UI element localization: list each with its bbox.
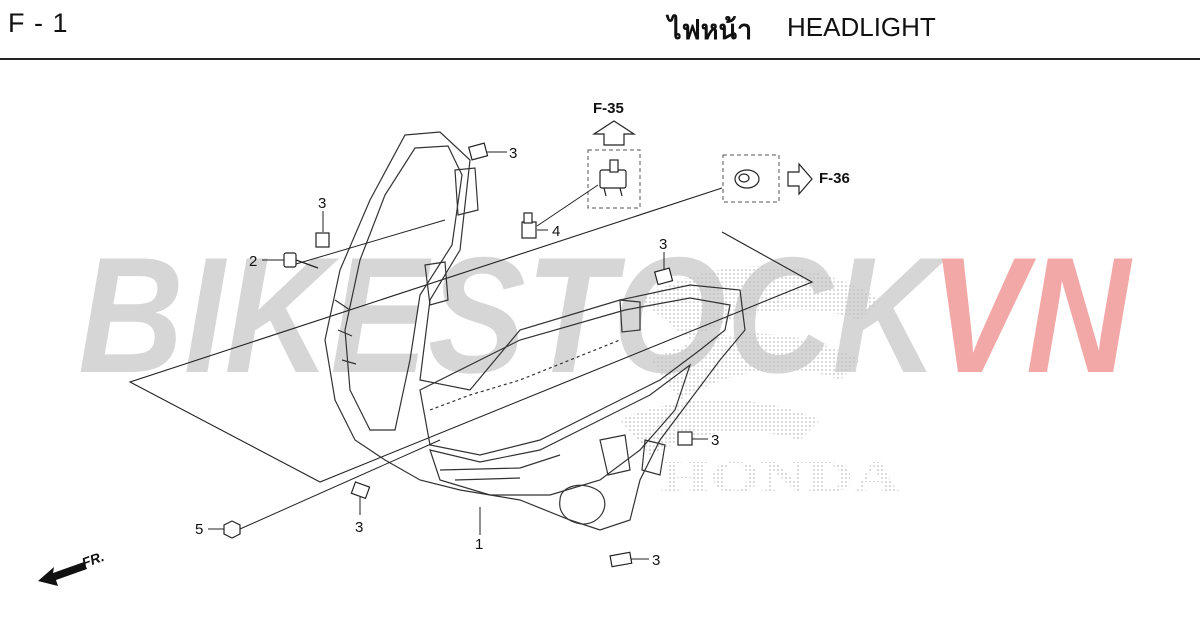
callout-5: 5	[195, 521, 203, 538]
callouts: 3 3 2 4 3 3 3 1 5 3	[195, 145, 719, 569]
callout-3: 3	[355, 519, 363, 536]
front-direction-indicator: FR.	[38, 548, 106, 586]
clip-nut-icon	[677, 431, 693, 446]
callout-3: 3	[318, 195, 326, 212]
watermark-text: BIKESTOCK	[78, 223, 948, 407]
clip-nut-icon	[350, 481, 371, 500]
callout-1: 1	[475, 536, 483, 553]
page-title: HEADLIGHT	[787, 12, 936, 42]
leader-lines	[208, 151, 708, 560]
socket-enclosure	[587, 149, 641, 209]
xref-up-label: F-35	[593, 100, 624, 117]
front-arrow-icon	[38, 562, 87, 586]
callout-2: 2	[249, 253, 257, 270]
page-title-thai: ไฟหน้า	[668, 15, 753, 46]
xref-right-label: F-36	[819, 170, 850, 187]
part-icons	[223, 142, 760, 568]
bulb-socket-icon	[599, 159, 627, 197]
honda-wing-logo	[620, 266, 880, 455]
xref-right: F-36	[787, 162, 850, 196]
page-header: F - 1 ไฟหน้า HEADLIGHT	[0, 0, 1200, 60]
clip-nut-icon	[315, 232, 330, 248]
connector-icon	[521, 212, 537, 239]
front-label: FR.	[80, 548, 107, 571]
rubber-cap-icon	[734, 169, 760, 189]
callout-3: 3	[711, 432, 719, 449]
page-ref-code: F - 1	[8, 8, 69, 38]
xref-up: F-35	[591, 100, 637, 146]
callout-3: 3	[652, 552, 660, 569]
cap-enclosure	[722, 154, 780, 203]
clip-nut-icon	[467, 142, 489, 161]
callout-3: 3	[659, 236, 667, 253]
clip-nut-icon	[609, 551, 633, 568]
headlight-assembly	[324, 131, 746, 531]
watermark: BIKESTOCK VN HONDA	[78, 223, 1132, 502]
watermark-text-red: VN	[930, 223, 1132, 407]
clip-nut-icon	[653, 267, 674, 286]
callout-3: 3	[509, 145, 517, 162]
bolt-icon	[223, 520, 241, 539]
reference-frame	[128, 187, 814, 483]
enclosures	[587, 149, 780, 209]
callout-4: 4	[552, 223, 560, 240]
watermark-brand: HONDA	[660, 451, 900, 502]
